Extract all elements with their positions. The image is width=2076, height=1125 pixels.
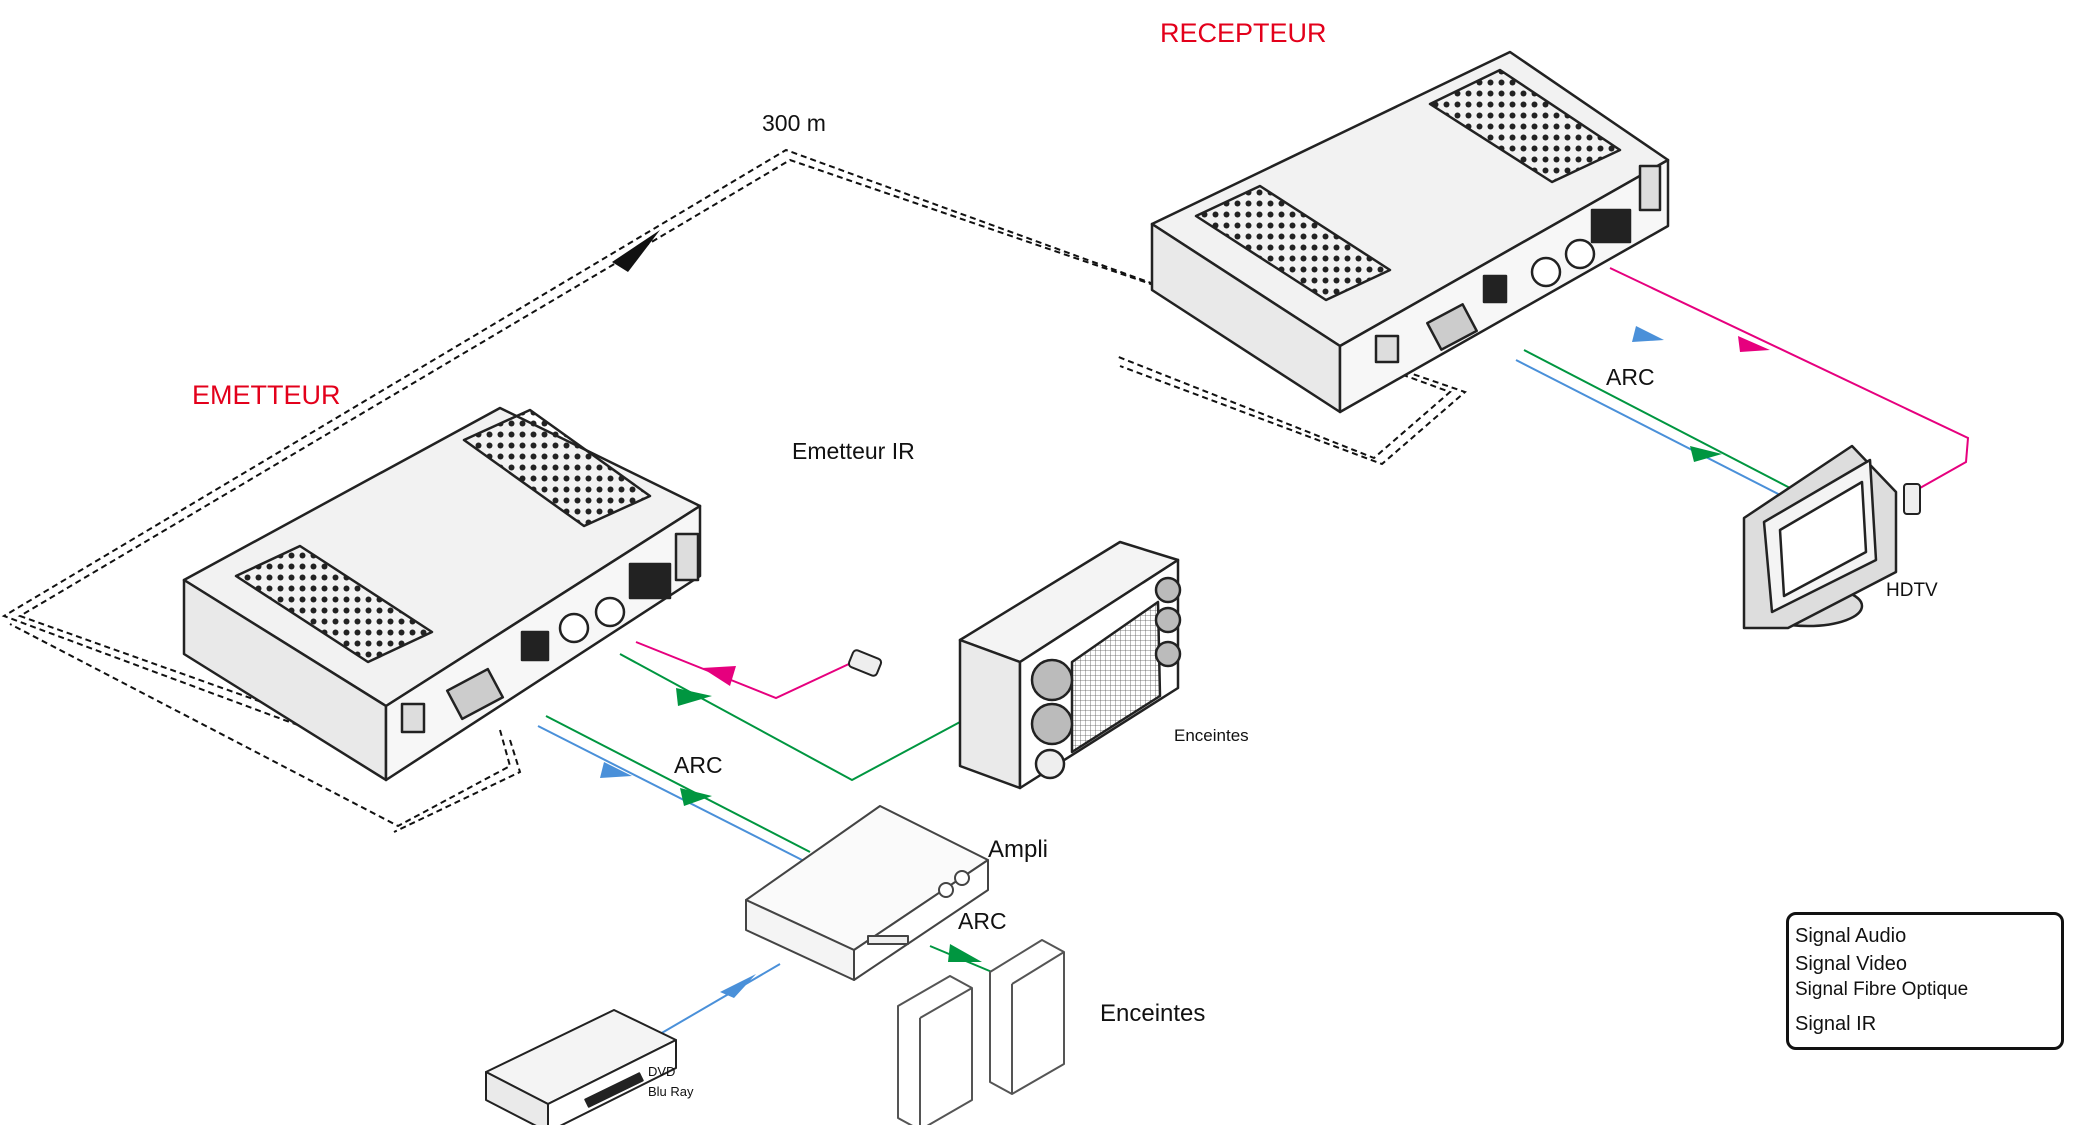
arc-label-receiver: ARC — [1606, 364, 1655, 390]
dvd-player — [485, 1009, 677, 1125]
ir-emitter-label: Emetteur IR — [792, 438, 915, 464]
ir-line-transmitter — [635, 641, 867, 700]
speaker-label-large: Enceintes — [1100, 1000, 1206, 1027]
hdtv-label: HDTV — [1886, 580, 1938, 601]
large-speaker — [958, 540, 1182, 790]
signal-lines — [537, 267, 1970, 1035]
dvd-label: DVD — [648, 1064, 676, 1079]
audio-line-speaker — [619, 653, 961, 782]
distance-label: 300 m — [762, 110, 826, 136]
video-line-dvd-amp — [659, 963, 781, 1035]
audio-line-receiver-tv — [1523, 349, 1791, 489]
legend-video-label: Signal Video — [1795, 953, 1907, 975]
small-speakers — [897, 939, 1065, 1125]
video-line-transmitter-amp — [537, 725, 807, 863]
transmitter-unit — [182, 406, 702, 782]
receiver-title: RECEPTEUR — [1160, 18, 1327, 48]
hdtv — [1742, 444, 1898, 630]
legend-fiber-label: Signal Fibre Optique — [1795, 979, 1969, 1000]
transmitter-title: EMETTEUR — [192, 380, 341, 410]
arc-label-transmitter: ARC — [674, 752, 723, 778]
arc-label-amp: ARC — [958, 908, 1007, 934]
fiber-optic-link — [1, 148, 1467, 833]
speaker-label-small: Enceintes — [1174, 726, 1249, 745]
audio-line-transmitter-amp — [545, 715, 811, 853]
amplifier — [745, 805, 989, 981]
signal-arrows — [600, 326, 1770, 998]
legend: Signal Audio Signal Video Signal Fibre O… — [1786, 912, 2064, 1050]
legend-ir-label: Signal IR — [1795, 1013, 1877, 1035]
ir-emitter — [847, 483, 1921, 677]
legend-audio-label: Signal Audio — [1795, 925, 1907, 947]
receiver-unit — [1150, 50, 1670, 414]
fiber-direction-arrow — [612, 230, 660, 272]
amplifier-label: Ampli — [988, 836, 1049, 863]
bluray-label: Blu Ray — [648, 1084, 694, 1099]
ir-line-receiver — [1609, 267, 1970, 489]
video-line-receiver-tv — [1515, 359, 1787, 499]
